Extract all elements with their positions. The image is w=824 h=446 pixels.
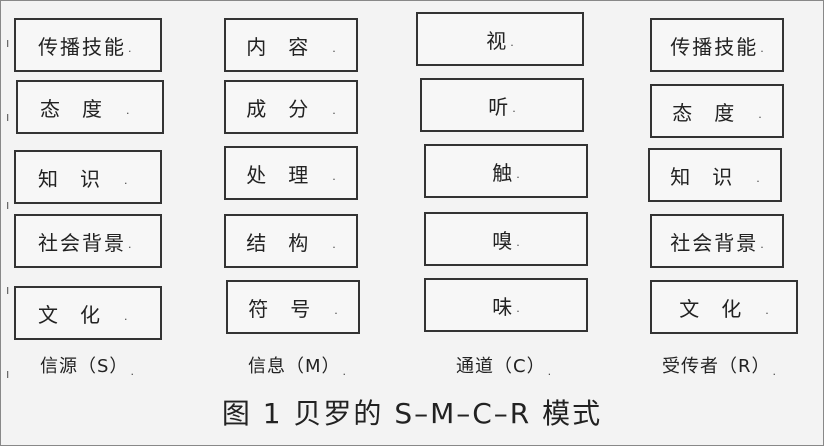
message-item-label: 结构	[246, 230, 331, 255]
receiver-item-label: 社会背景	[670, 230, 759, 255]
source-item-label: 传播技能	[38, 34, 126, 59]
margin-tick: ı	[6, 110, 10, 124]
source-column-label: 信源（S）.	[40, 356, 134, 378]
channel-item-label: 味	[492, 294, 515, 319]
source-item-label: 知识	[38, 166, 122, 191]
receiver-box-attitude: 态度.	[650, 84, 784, 138]
message-box-structure: 结构.	[224, 214, 358, 268]
message-item-label: 处理	[246, 162, 331, 187]
receiver-item-label: 文化	[679, 296, 764, 321]
channel-box-hearing: 听.	[420, 78, 584, 132]
message-box-elements: 成分.	[224, 80, 358, 134]
receiver-box-skills: 传播技能.	[650, 18, 784, 72]
message-item-label: 符号	[248, 296, 333, 321]
margin-tick: ı	[6, 283, 10, 297]
receiver-item-label: 态度	[672, 100, 757, 125]
margin-tick: ı	[6, 36, 10, 50]
source-box-knowledge: 知识.	[14, 150, 162, 204]
source-item-label: 社会背景	[38, 230, 126, 255]
message-column-label: 信息（M）.	[248, 356, 347, 378]
channel-box-smelling: 嗅.	[424, 212, 588, 266]
channel-box-touching: 触.	[424, 144, 588, 198]
receiver-column-label: 受传者（R）.	[662, 356, 777, 378]
channel-item-label: 听	[488, 94, 511, 119]
channel-box-tasting: 味.	[424, 278, 588, 332]
figure-caption: 图 1 贝罗的 S–M–C–R 模式	[221, 397, 603, 430]
receiver-item-label: 知识	[670, 164, 755, 189]
channel-item-label: 触	[492, 160, 515, 185]
message-item-label: 内容	[246, 34, 331, 59]
receiver-item-label: 传播技能	[670, 34, 759, 59]
message-item-label: 成分	[246, 96, 331, 121]
source-box-attitude: 态度.	[16, 80, 164, 134]
margin-tick: ı	[6, 198, 10, 212]
message-box-code: 符号.	[226, 280, 360, 334]
channel-item-label: 嗅	[492, 228, 515, 253]
source-box-culture: 文化.	[14, 286, 162, 340]
receiver-box-social-background: 社会背景.	[650, 214, 784, 268]
channel-column-label: 通道（C）.	[456, 356, 552, 378]
receiver-box-knowledge: 知识.	[648, 148, 782, 202]
source-box-social-background: 社会背景.	[14, 214, 162, 268]
source-item-label: 文化	[38, 302, 122, 327]
source-item-label: 态度	[40, 96, 124, 121]
channel-box-seeing: 视.	[416, 12, 584, 66]
source-box-skills: 传播技能.	[14, 18, 162, 72]
message-box-content: 内容.	[224, 18, 358, 72]
channel-item-label: 视	[486, 28, 509, 53]
margin-tick: ı	[6, 367, 10, 381]
receiver-box-culture: 文化.	[650, 280, 798, 334]
message-box-treatment: 处理.	[224, 146, 358, 200]
